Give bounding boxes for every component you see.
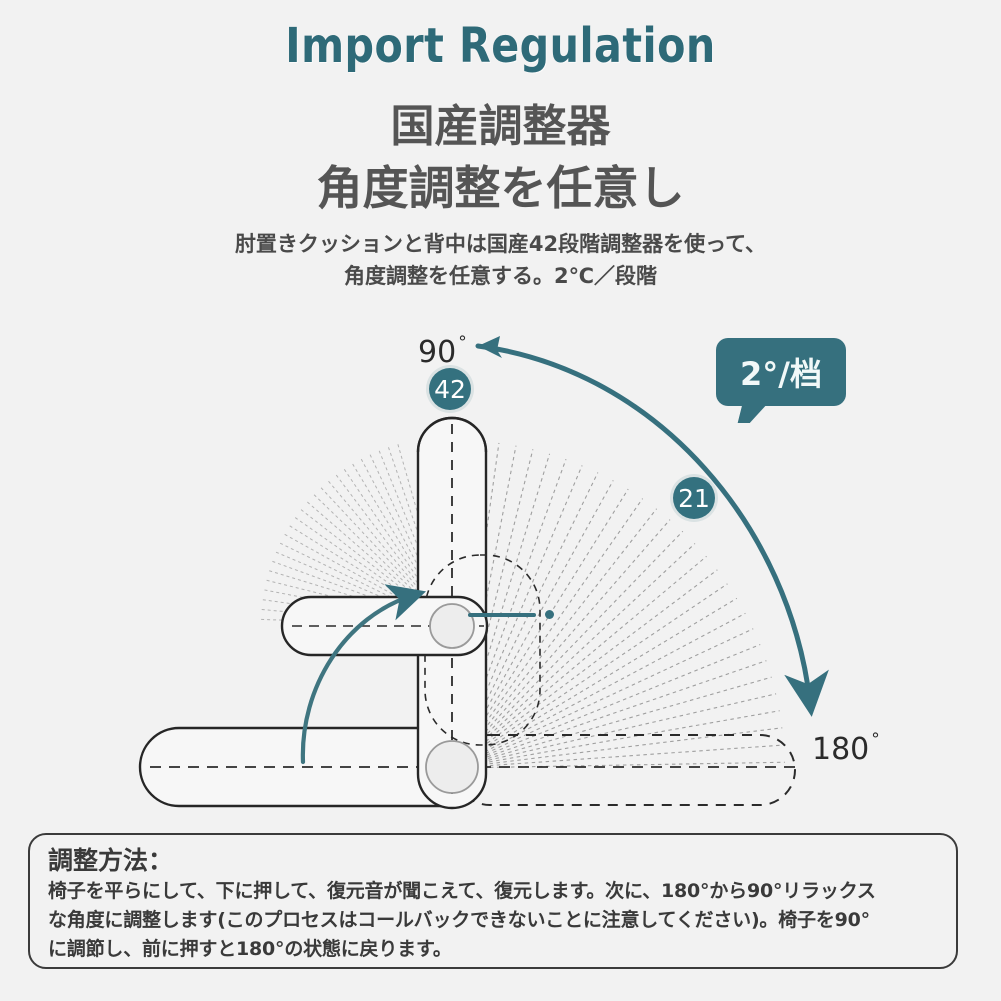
angle-label-180: 180° [812,730,880,767]
page-title: Import Regulation [285,18,716,74]
adjustment-method-line-1: 椅子を平らにして、下に押して、復元音が聞こえて、復元します。次に、180°から9… [48,880,876,902]
diagram-svg [138,336,829,810]
step-badge-21: 21 [673,477,715,519]
chair-recline-diagram [0,300,1001,810]
subtitle-line-1: 肘置きクッションと背中は国産42段階調整器を使って、 [234,232,767,256]
angle-label-90: 90° [418,333,467,370]
adjustment-method-box: 調整方法： 椅子を平らにして、下に押して、復元音が聞こえて、復元します。次に、1… [28,833,958,969]
japanese-heading-secondary: 角度調整を任意し [316,161,685,215]
subtitle-line-2: 角度調整を任意する。2℃／段階 [343,264,658,288]
top-tick-dot [545,610,554,619]
ninety-degree-arrowhead [478,336,502,358]
japanese-heading-primary: 国産調整器 [390,101,611,152]
adjustment-method-body: 椅子を平らにして、下に押して、復元音が聞こえて、復元します。次に、180°から9… [48,877,940,964]
armrest-rotation-arrow [300,584,427,765]
degree-symbol-90: ° [458,333,467,353]
backrest-cushion-outline [424,554,541,746]
top-tick-line [468,613,536,617]
recline-fan-right [455,440,785,770]
adjustment-method-line-2: な角度に調整します(このプロセスはコールバックできないことに注意してください)。… [48,909,870,931]
step-badge-42: 42 [429,368,471,410]
degree-symbol-180: ° [871,730,880,750]
angle-label-180-value: 180 [812,732,870,767]
adjustment-method-title: 調整方法： [48,846,174,875]
recline-rotation-arrow [475,343,829,717]
pivot-joint-upper [429,603,475,649]
angle-label-90-value: 90 [418,335,457,370]
pivot-joint-lower [425,740,479,794]
backrest-ghost-180 [454,734,796,806]
backrest-head-outline [416,416,488,453]
degrees-per-step-callout: 2°/档 [716,338,846,406]
adjustment-method-line-3: に調節し、前に押すと180°の状態に戻ります。 [48,938,452,960]
